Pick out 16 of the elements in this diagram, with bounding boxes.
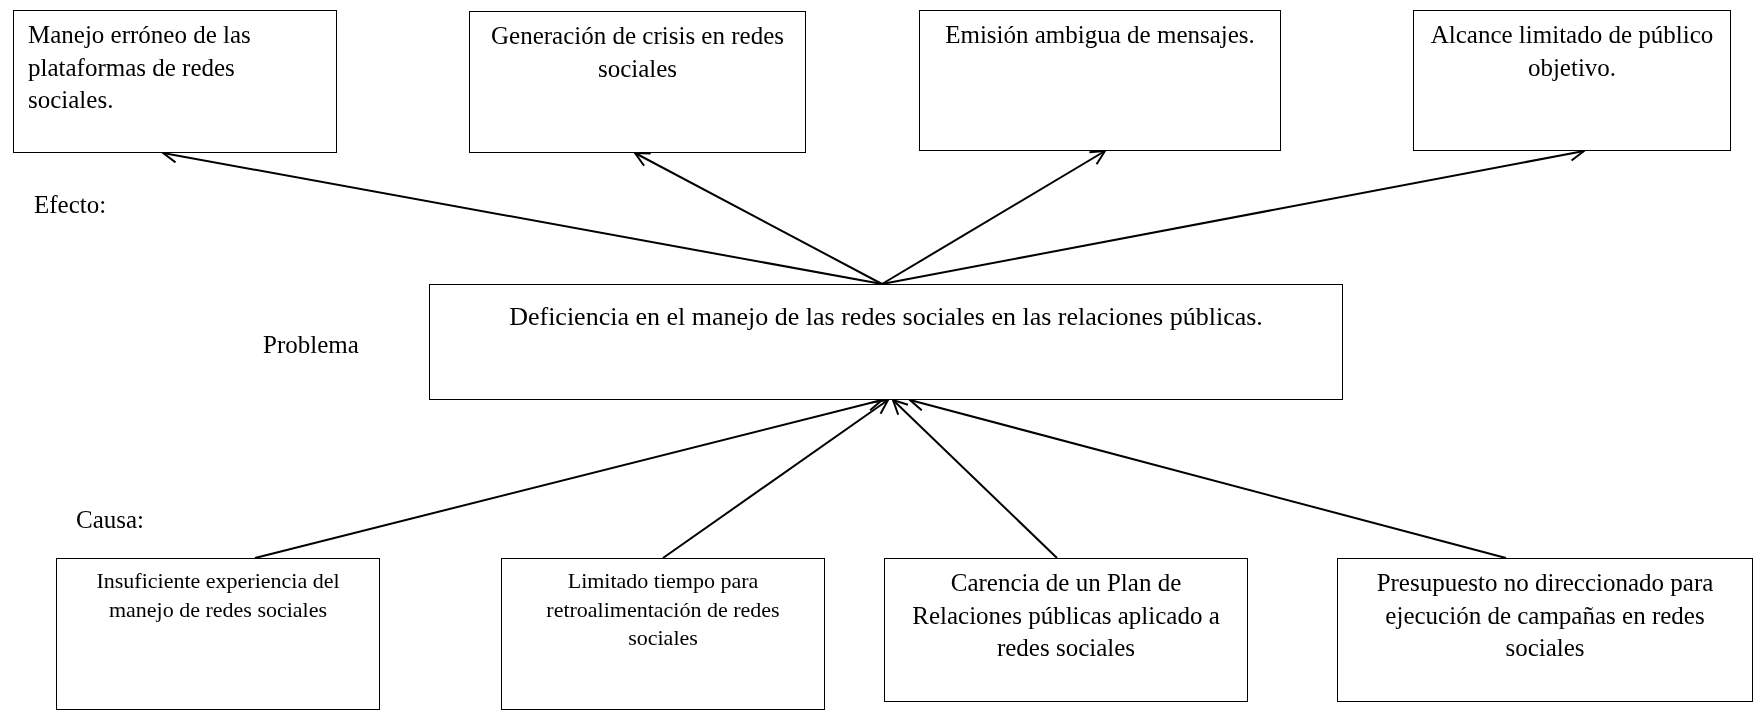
arrow: [634, 152, 883, 285]
section-label: Efecto:: [34, 191, 107, 219]
cause-box: Carencia de un Plan de Relaciones públicas aplicado a redes sociales: [884, 558, 1248, 702]
effect-box: Alcance limitado de público objetivo.: [1413, 10, 1731, 151]
section-label: Causa:: [76, 506, 145, 534]
effect-box: Manejo erróneo de las plataformas de redes sociales.: [13, 10, 337, 153]
effect-box: Generación de crisis en redes sociales: [469, 11, 806, 153]
section-label: Problema: [263, 331, 359, 359]
arrow: [662, 399, 889, 559]
effect-box: Emisión ambigua de mensajes.: [919, 10, 1281, 151]
arrow: [881, 150, 1106, 285]
arrow: [892, 399, 1058, 559]
problem-box: Deficiencia en el manejo de las redes sociales en las relaciones públicas.: [429, 284, 1343, 400]
cause-box: Presupuesto no direccionado para ejecución de campañas en redes sociales: [1337, 558, 1753, 702]
cause-box: Insuficiente experiencia del manejo de redes sociales: [56, 558, 380, 710]
cause-box: Limitado tiempo para retroalimentación de redes sociales: [501, 558, 825, 710]
